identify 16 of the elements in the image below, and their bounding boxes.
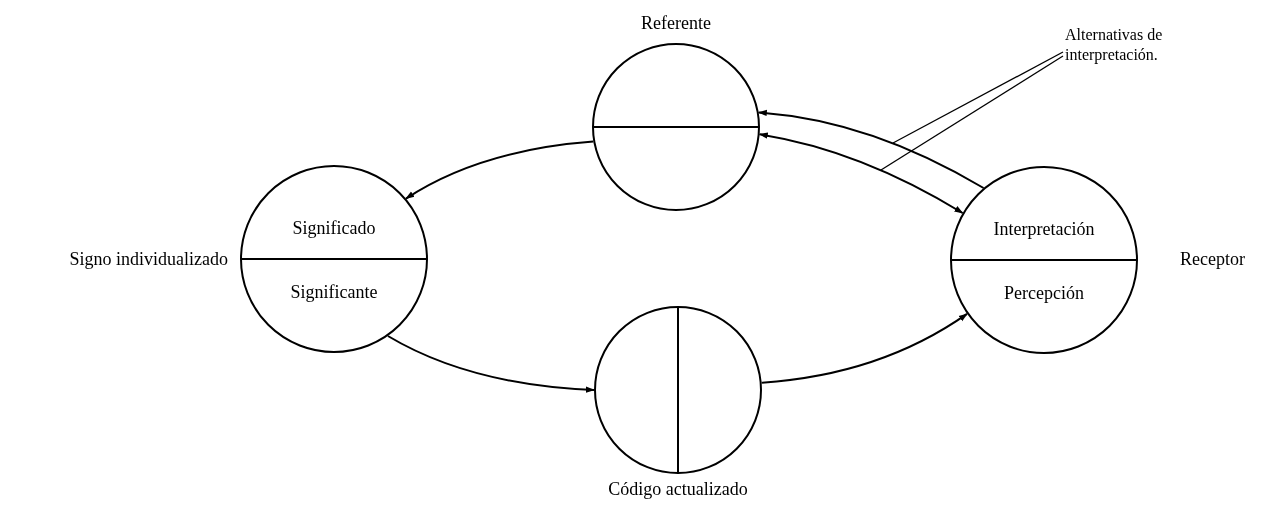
arrow — [405, 140, 595, 200]
arrow — [760, 312, 968, 384]
node-caption: Referente — [641, 12, 711, 34]
node-caption: Receptor — [1180, 248, 1245, 270]
arrow — [757, 110, 985, 189]
circle-label: Percepción — [1004, 282, 1084, 304]
circle-label: Interpretación — [993, 218, 1095, 240]
arrow — [386, 335, 595, 393]
annotation-text: Alternativas de interpretación. — [1065, 25, 1235, 65]
circle-label: Significante — [290, 281, 378, 303]
circle-label: Significado — [292, 217, 376, 239]
node-caption: Signo individualizado — [69, 248, 228, 270]
node-caption: Código actualizado — [608, 478, 748, 500]
arrow — [758, 132, 964, 214]
leader-line — [880, 55, 1064, 171]
leader-line — [892, 51, 1064, 144]
